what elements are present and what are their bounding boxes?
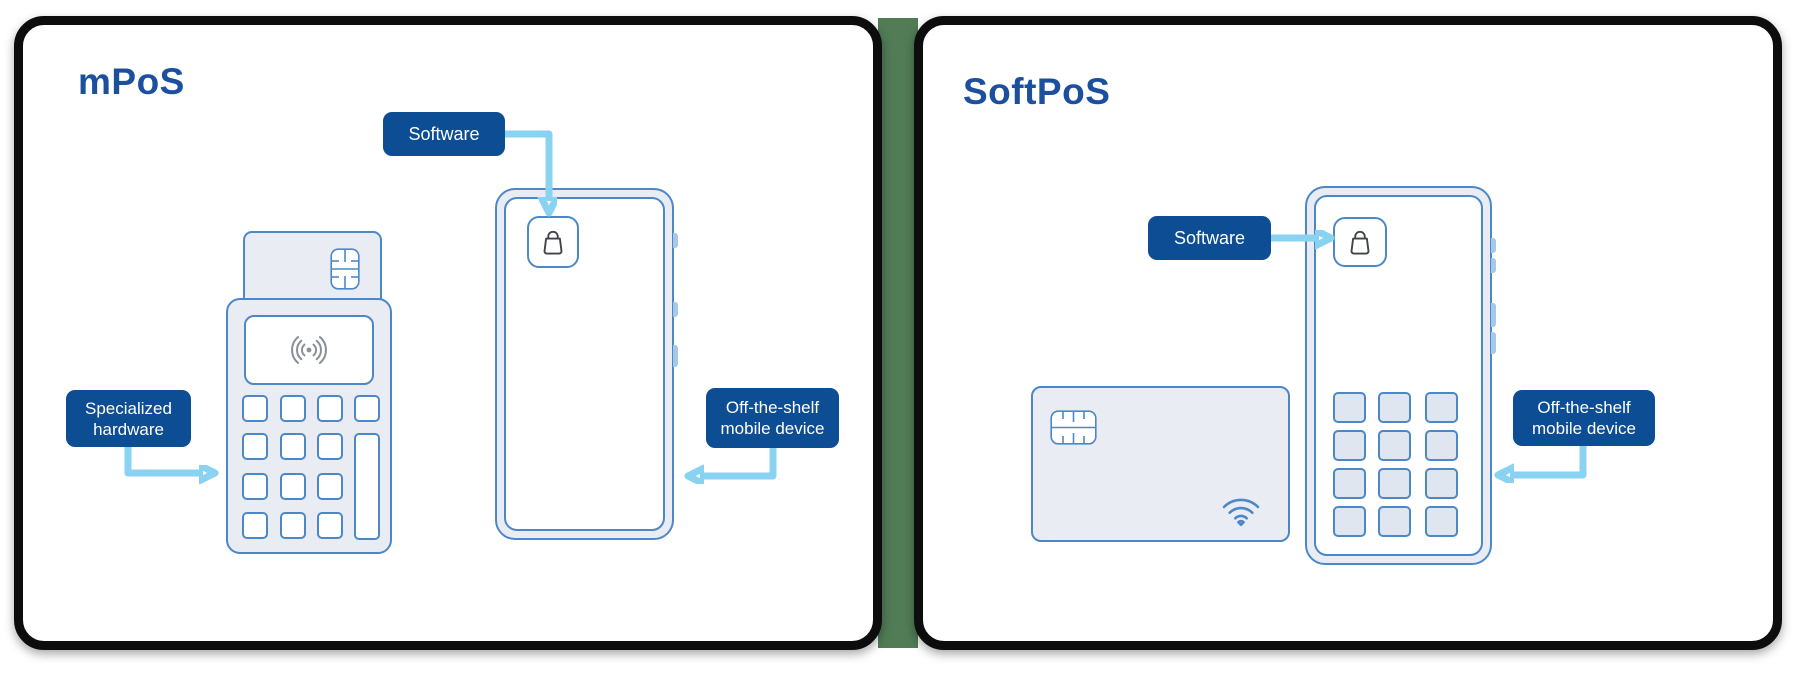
screen-key: [1425, 468, 1458, 499]
terminal-key: [317, 473, 343, 500]
terminal-key: [317, 433, 343, 460]
app-store-icon: [1333, 217, 1387, 267]
device-arrow: [1510, 446, 1587, 475]
device-label-line2: mobile device: [1532, 419, 1636, 438]
phone-side-button: [673, 345, 678, 367]
mpos-panel: mPoS Software Specialized hardware Off-t…: [14, 16, 882, 650]
terminal-key: [242, 395, 268, 422]
contactless-card: [1031, 386, 1290, 542]
screen-key: [1425, 392, 1458, 423]
screen-key: [1333, 430, 1366, 461]
terminal-screen: [244, 315, 374, 385]
terminal-key: [242, 473, 268, 500]
device-label-line2: mobile device: [720, 419, 825, 438]
terminal-key: [317, 395, 343, 422]
screen-key: [1378, 392, 1411, 423]
page-background-gap: [878, 18, 918, 648]
terminal-key: [242, 433, 268, 460]
software-label: Software: [1148, 216, 1271, 260]
smartphone: [495, 188, 678, 540]
hardware-label-line1: Specialized: [85, 398, 172, 418]
phone-side-button: [1491, 258, 1496, 273]
shopping-bag-icon: [1350, 230, 1370, 255]
phone-side-button: [673, 233, 678, 248]
shopping-bag-icon: [543, 230, 563, 255]
terminal-key: [280, 395, 306, 422]
terminal-key: [242, 512, 268, 539]
chip-icon: [1050, 410, 1097, 445]
hardware-arrow: [124, 447, 203, 473]
software-label-text: Software: [408, 123, 480, 144]
software-label: Software: [383, 112, 505, 156]
screen-key: [1333, 506, 1366, 537]
terminal-key: [280, 512, 306, 539]
specialized-hardware-label: Specialized hardware: [66, 390, 191, 447]
app-store-icon: [527, 216, 579, 268]
phone-side-button: [1491, 238, 1496, 253]
screen-key: [1425, 506, 1458, 537]
screen-key: [1378, 468, 1411, 499]
wifi-icon: [1213, 488, 1269, 528]
smartphone: [1305, 186, 1496, 565]
offtheshelf-label: Off-the-shelf mobile device: [1513, 390, 1655, 446]
offtheshelf-label: Off-the-shelf mobile device: [706, 388, 839, 448]
terminal-key: [280, 473, 306, 500]
terminal-key: [354, 395, 380, 422]
device-label-line1: Off-the-shelf: [725, 398, 820, 417]
phone-side-button: [673, 302, 678, 317]
softpos-panel: SoftPoS Software Off-the-shelf mobile de…: [914, 16, 1782, 650]
device-arrow: [700, 448, 777, 476]
screen-key: [1333, 468, 1366, 499]
phone-side-button: [1491, 303, 1496, 327]
pos-terminal: [226, 298, 392, 554]
phone-side-button: [1491, 332, 1496, 354]
screen-key: [1425, 430, 1458, 461]
terminal-enter-key: [354, 433, 380, 540]
hardware-label-line2: hardware: [93, 419, 164, 439]
screen-key: [1333, 392, 1366, 423]
terminal-key: [280, 433, 306, 460]
mpos-title: mPoS: [78, 61, 185, 102]
softpos-title: SoftPoS: [963, 71, 1111, 112]
screen-key: [1378, 430, 1411, 461]
screen-key: [1378, 506, 1411, 537]
terminal-key: [317, 512, 343, 539]
software-label-text: Software: [1173, 227, 1246, 248]
chip-icon: [330, 248, 360, 290]
contactless-icon: [291, 336, 327, 364]
device-label-line1: Off-the-shelf: [1537, 398, 1631, 417]
